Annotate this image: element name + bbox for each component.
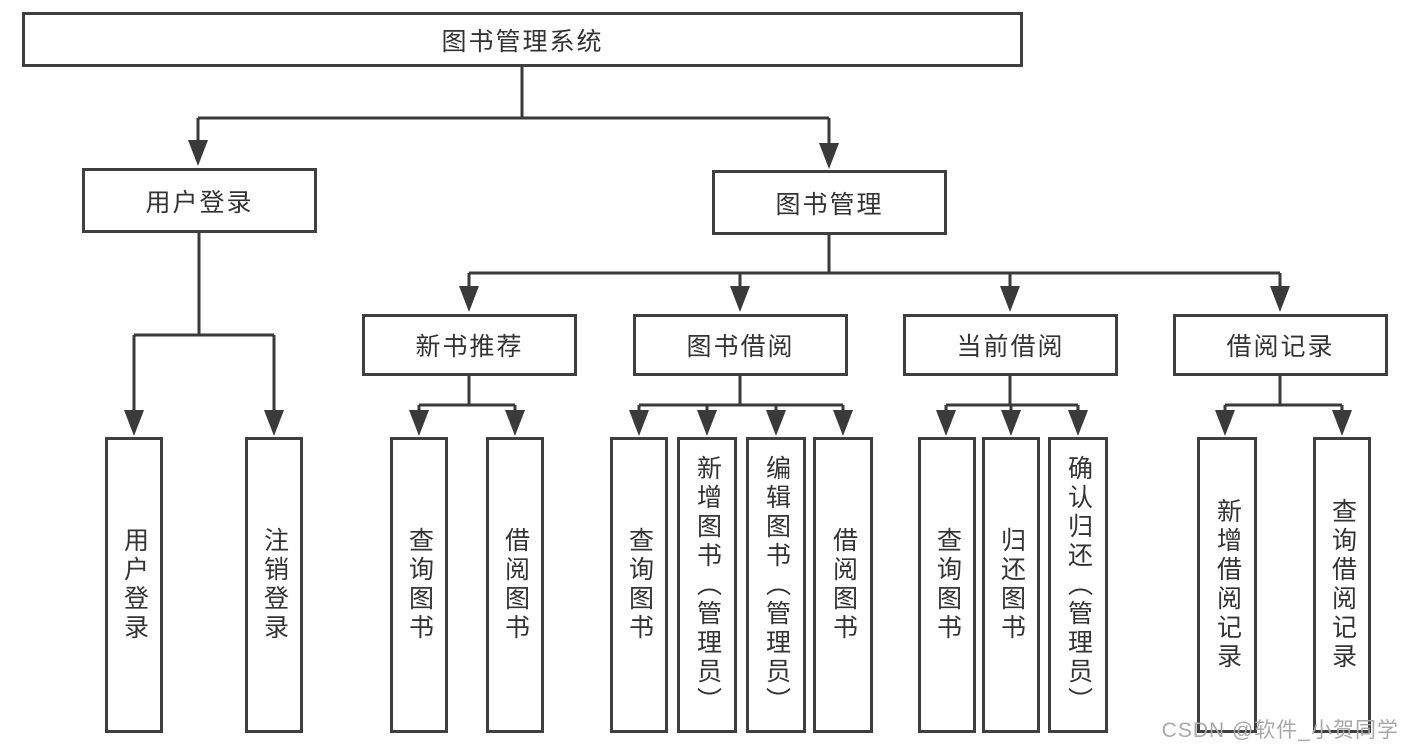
leaf-edit-books-admin: 编辑图书（管理员）	[746, 437, 806, 733]
csdn-watermark: CSDN @软件_小贺同学	[1161, 719, 1399, 742]
leaf-query-borrow-record: 查询借阅记录	[1313, 437, 1371, 733]
connector-current-borrow-to-leaves	[936, 376, 1088, 436]
leaf-query-books-recommend: 查询图书	[390, 437, 448, 733]
leaf-query-books-borrow: 查询图书	[610, 437, 668, 733]
connector-user-login-to-leaves	[124, 233, 284, 436]
leaf-query-books-current: 查询图书	[918, 437, 976, 733]
node-borrow-records: 借阅记录	[1173, 314, 1388, 376]
node-user-login: 用户登录	[82, 168, 317, 233]
node-book-management: 图书管理	[712, 170, 947, 235]
connector-new-book-recommend-to-leaves	[409, 376, 525, 436]
node-new-book-recommend: 新书推荐	[362, 314, 577, 376]
connector-borrow-records-to-leaves	[1215, 376, 1352, 436]
leaf-logout: 注销登录	[245, 437, 303, 733]
leaf-confirm-return-admin: 确认归还（管理员）	[1048, 437, 1108, 733]
connector-book-management-to-level3	[459, 235, 1290, 312]
node-root-system: 图书管理系统	[22, 12, 1023, 67]
connector-root-to-level2	[188, 67, 839, 169]
connector-book-borrow-to-leaves	[629, 376, 853, 436]
leaf-return-books: 归还图书	[982, 437, 1040, 733]
leaf-borrow-books: 借阅图书	[813, 437, 873, 733]
leaf-add-borrow-record: 新增借阅记录	[1197, 437, 1257, 733]
leaf-user-login: 用户登录	[105, 437, 163, 733]
leaf-borrow-books-recommend: 借阅图书	[486, 437, 544, 733]
node-current-borrow: 当前借阅	[903, 314, 1118, 376]
node-book-borrow: 图书借阅	[633, 314, 848, 376]
leaf-add-books-admin: 新增图书（管理员）	[677, 437, 737, 733]
